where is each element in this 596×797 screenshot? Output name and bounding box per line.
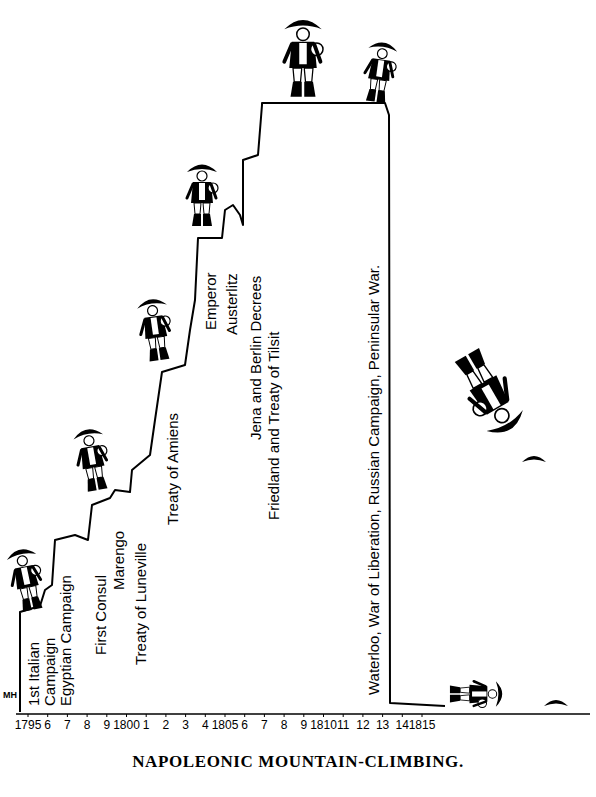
axis-tick xyxy=(422,714,423,717)
axis-tick xyxy=(185,714,186,717)
axis-tick xyxy=(47,714,48,717)
year-label: 13 xyxy=(376,718,389,732)
axis-tick xyxy=(362,714,363,717)
artist-signature: MH xyxy=(3,690,17,700)
axis-tick xyxy=(67,714,68,717)
event-label: Treaty of Amiens xyxy=(165,413,181,525)
event-label: Marengo xyxy=(111,531,127,590)
year-label: 6 xyxy=(241,718,248,732)
chart-caption: NAPOLEONIC MOUNTAIN-CLIMBING. xyxy=(0,752,596,772)
year-label: 11 xyxy=(337,718,349,732)
axis-tick xyxy=(343,714,344,717)
year-label: 1805 xyxy=(212,718,239,732)
year-label: 6 xyxy=(44,718,51,732)
year-label: 12 xyxy=(356,718,369,732)
year-label: 1810 xyxy=(310,718,337,732)
axis-tick xyxy=(244,714,245,717)
year-label: 8 xyxy=(281,718,288,732)
axis-tick xyxy=(264,714,265,717)
event-label: 1st Italian Campaign xyxy=(26,626,58,706)
axis-tick xyxy=(165,714,166,717)
year-label: 3 xyxy=(182,718,189,732)
event-label: Jena and Berlin Decrees xyxy=(248,276,264,440)
year-label: 1 xyxy=(143,718,150,732)
year-label: 8 xyxy=(84,718,91,732)
axis-tick xyxy=(126,714,127,717)
event-label: Emperor xyxy=(203,272,219,330)
axis-tick xyxy=(225,714,226,717)
axis-tick xyxy=(28,714,29,717)
event-label: Friedland and Treaty of Tilsit xyxy=(266,332,282,520)
event-label: Austerlitz xyxy=(224,273,240,335)
year-label: 7 xyxy=(261,718,268,732)
axis-tick xyxy=(402,714,403,717)
event-label: Treaty of Luneville xyxy=(133,543,149,665)
year-label: 1815 xyxy=(409,718,436,732)
year-label: 9 xyxy=(300,718,307,732)
axis-tick xyxy=(382,714,383,717)
axis-tick xyxy=(323,714,324,717)
axis-tick xyxy=(303,714,304,717)
axis-tick xyxy=(205,714,206,717)
event-label: Egyptian Campaign xyxy=(58,575,74,706)
year-label: 2 xyxy=(163,718,170,732)
axis-tick xyxy=(87,714,88,717)
event-label: First Consul xyxy=(93,575,109,655)
year-label: 9 xyxy=(103,718,110,732)
year-label: 1800 xyxy=(113,718,140,732)
axis-tick xyxy=(146,714,147,717)
axis-tick xyxy=(284,714,285,717)
year-label: 14 xyxy=(396,718,409,732)
year-label: 1795 xyxy=(15,718,42,732)
year-label: 7 xyxy=(64,718,71,732)
event-label: Waterloo, War of Liberation, Russian Cam… xyxy=(366,265,382,695)
year-label: 4 xyxy=(202,718,209,732)
axis-tick xyxy=(106,714,107,717)
